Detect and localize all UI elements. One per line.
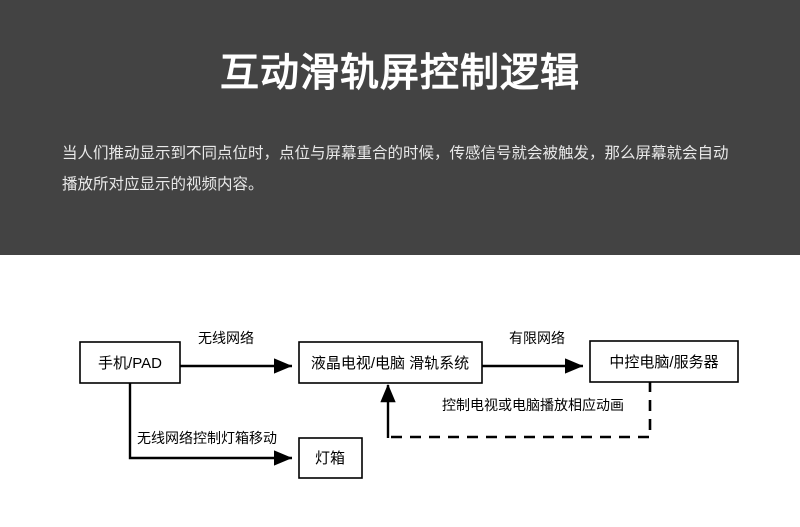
edge-label-phone-to-tv: 无线网络: [198, 330, 254, 346]
edge-label-phone-to-lightbox: 无线网络控制灯箱移动: [137, 430, 277, 446]
node-tv[interactable]: 液晶电视/电脑 滑轨系统: [298, 341, 483, 384]
edge-server-to-tv-dashed: [389, 381, 652, 439]
node-server-label: 中控电脑/服务器: [609, 354, 718, 371]
node-lightbox[interactable]: 灯箱: [298, 437, 363, 479]
edge-phone-to-lightbox: [128, 383, 293, 466]
edge-label-server-to-tv: 控制电视或电脑播放相应动画: [442, 397, 624, 413]
header-banner: 互动滑轨屏控制逻辑 当人们推动显示到不同点位时，点位与屏幕重合的时候，传感信号就…: [0, 0, 800, 255]
node-phone-box: [79, 341, 181, 384]
node-tv-box: [298, 341, 483, 384]
node-server[interactable]: 中控电脑/服务器: [589, 340, 739, 383]
page-description: 当人们推动显示到不同点位时，点位与屏幕重合的时候，传感信号就会被触发，那么屏幕就…: [62, 145, 729, 193]
edge-label-tv-to-server: 有限网络: [509, 330, 565, 346]
flowchart-diagram: 手机/PAD 液晶电视/电脑 滑轨系统 中控电脑/服务器 灯箱 无线网络 有限网…: [0, 255, 800, 527]
node-server-box: [589, 340, 739, 383]
node-tv-label: 液晶电视/电脑 滑轨系统: [311, 355, 469, 372]
node-phone-label: 手机/PAD: [98, 355, 162, 372]
page-title: 互动滑轨屏控制逻辑: [219, 52, 580, 95]
node-phone[interactable]: 手机/PAD: [79, 341, 181, 384]
node-lightbox-label: 灯箱: [315, 450, 345, 467]
node-lightbox-box: [298, 437, 363, 479]
